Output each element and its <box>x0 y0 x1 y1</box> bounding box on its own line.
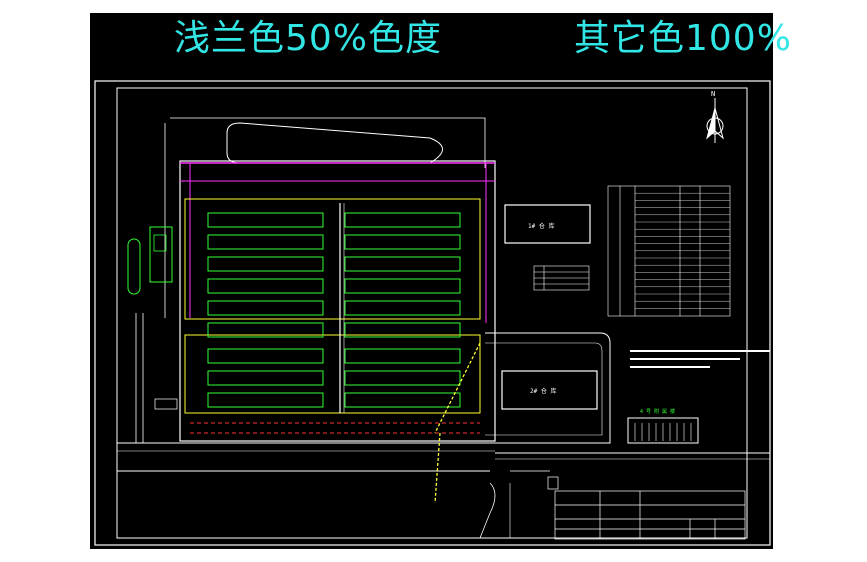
storage-cell <box>344 278 461 294</box>
storage-cell <box>207 256 324 272</box>
storage-cell <box>207 348 324 364</box>
storage-cell <box>344 370 461 386</box>
cad-viewport[interactable]: 浅兰色50%色度 其它色100% 1# 仓 库 2# 仓 库 <box>90 13 791 549</box>
road-right <box>485 332 611 444</box>
warehouse-outline <box>184 198 481 320</box>
building-2-label: 2# 仓 库 <box>530 387 556 395</box>
small-building-label: 4 号 附 属 楼 <box>640 408 675 415</box>
inner-frame <box>116 87 748 539</box>
building-1-label: 1# 仓 库 <box>528 222 554 230</box>
north-label: N <box>711 90 715 98</box>
storage-cell <box>207 300 324 316</box>
storage-cell <box>344 212 461 228</box>
storage-cell <box>207 392 324 408</box>
outer-frame <box>94 80 771 546</box>
legend-table <box>533 265 590 291</box>
north-arrow-icon <box>706 98 724 143</box>
banner-left-text: 浅兰色50%色度 <box>174 18 443 59</box>
storage-cell <box>344 322 461 338</box>
storage-cell <box>207 212 324 228</box>
site-boundary <box>179 160 496 442</box>
warehouse-outline-lower <box>184 334 481 414</box>
banner-right-text: 其它色100% <box>574 18 792 59</box>
small-building <box>627 417 699 444</box>
storage-cell <box>207 370 324 386</box>
storage-cell <box>344 256 461 272</box>
storage-cells <box>207 212 461 408</box>
title-block <box>554 490 746 540</box>
building-1 <box>504 204 591 244</box>
storage-cell <box>207 278 324 294</box>
storage-cell <box>344 392 461 408</box>
building-2 <box>501 370 598 410</box>
site-plan-drawing: 1# 仓 库 2# 仓 库 4 号 附 属 楼 <box>94 80 771 546</box>
storage-cell <box>344 348 461 364</box>
storage-cell <box>344 300 461 316</box>
storage-cell <box>207 322 324 338</box>
storage-cell <box>207 234 324 250</box>
storage-cell <box>344 234 461 250</box>
top-structure <box>226 122 443 164</box>
